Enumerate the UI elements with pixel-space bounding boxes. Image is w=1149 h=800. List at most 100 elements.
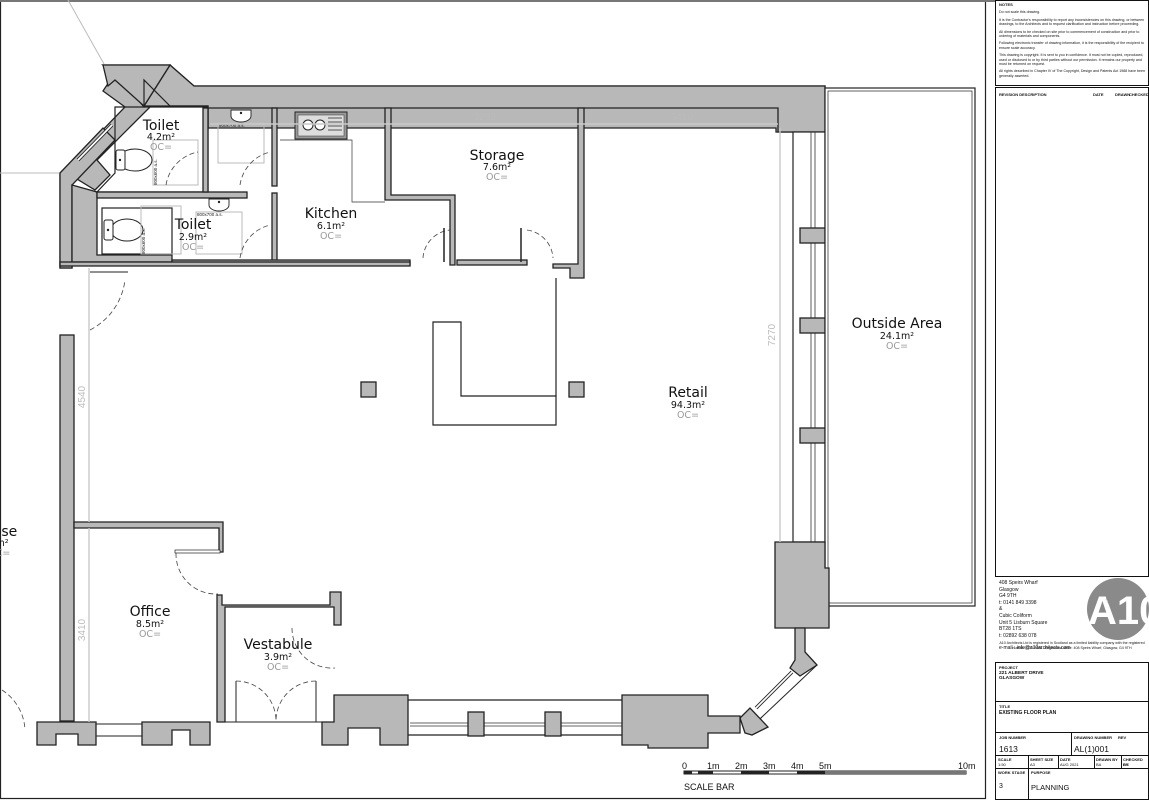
- svg-text:m²: m²: [0, 538, 9, 549]
- room-label-toilet-1: Toilet 4.2m² OC=: [142, 118, 180, 153]
- pier-southwest: [321, 694, 409, 746]
- clearance-zone: [140, 205, 182, 255]
- svg-text:A10: A10: [1088, 589, 1149, 633]
- wall-office-top: [73, 521, 224, 553]
- room-label-partial-close: ose m² C=: [0, 524, 17, 559]
- svg-text:Office: Office: [130, 604, 171, 620]
- svg-text:94.3m²: 94.3m²: [671, 400, 705, 411]
- scale-value: 1:50: [998, 762, 1006, 767]
- work-stage-row: WORK STAGE 3 PURPOSE PLANNING: [995, 768, 1149, 800]
- pier-south: [621, 694, 741, 749]
- checked-by-value: DG: [1123, 762, 1129, 767]
- fixture-label: 800x700 a.s.: [197, 212, 223, 217]
- dimension-label: 7270: [767, 323, 778, 346]
- svg-text:Outside Area: Outside Area: [852, 316, 943, 332]
- room-label-office: Office 8.5m² OC=: [130, 604, 171, 640]
- svg-text:C=: C=: [0, 548, 10, 559]
- svg-text:4.2m²: 4.2m²: [147, 132, 175, 143]
- svg-text:OC=: OC=: [677, 410, 699, 421]
- job-number-row: JOB NUMBER 1613 DRAWING NUMBER REV AL(1)…: [995, 732, 1149, 756]
- svg-text:OC=: OC=: [150, 142, 172, 153]
- revision-date-header: DATE: [1093, 92, 1104, 97]
- dimension-lines: [88, 123, 781, 722]
- sheet-size-value: A3: [1030, 762, 1035, 767]
- svg-text:OC=: OC=: [267, 662, 289, 673]
- job-number: 1613: [999, 744, 1018, 754]
- project-city: GLASGOW: [999, 676, 1025, 681]
- svg-text:3.9m²: 3.9m²: [264, 652, 292, 663]
- email-link[interactable]: e-mail : info@a10architects.com: [999, 645, 1071, 652]
- note-item: Following electronic transfer of drawing…: [999, 41, 1144, 50]
- room-label-kitchen: Kitchen 6.1m² OC=: [305, 206, 358, 242]
- svg-text:8.5m²: 8.5m²: [136, 619, 164, 630]
- svg-text:Storage: Storage: [470, 148, 525, 164]
- wall-storage-right: [552, 107, 585, 279]
- wall-storage-left: [384, 107, 456, 266]
- svg-text:SCALE BAR: SCALE BAR: [684, 782, 735, 792]
- svg-text:10m: 10m: [958, 761, 976, 771]
- a10-logo-icon: A10 Architects: [1087, 578, 1149, 640]
- fixture-label: 800x600 a.s.: [153, 159, 158, 185]
- svg-text:OC=: OC=: [182, 242, 204, 253]
- note-item: All rights described in Chapter IV of Th…: [999, 69, 1145, 78]
- svg-text:2.9m²: 2.9m²: [179, 232, 207, 243]
- drawn-by-value: BA: [1096, 762, 1102, 767]
- wc-icon: [115, 148, 153, 172]
- purpose-value: PLANNING: [1031, 783, 1070, 792]
- notes-panel: NOTES Do not scale this drawing. It is t…: [995, 0, 1149, 86]
- svg-text:2m: 2m: [735, 761, 748, 771]
- fixture-label: 800x700 a.s.: [219, 123, 245, 128]
- site-boundary-line: [67, 0, 105, 65]
- svg-text:OC=: OC=: [320, 231, 342, 242]
- svg-text:7.6m²: 7.6m²: [483, 162, 511, 173]
- revision-checked-header: CHECKED: [1129, 92, 1149, 97]
- shopfront-east: [792, 131, 826, 543]
- svg-text:0: 0: [682, 761, 687, 771]
- kitchen-sink-icon: [294, 111, 348, 140]
- project-box: PROJECT 221 ALBERT DRIVE GLASGOW: [995, 662, 1149, 702]
- pier-west: [36, 721, 97, 746]
- outside-area: [824, 87, 976, 607]
- drawing-title: EXISTING FLOOR PLAN: [999, 710, 1057, 716]
- room-label-toilet-2: Toilet 2.9m² OC=: [174, 217, 212, 253]
- work-stage-value: 3: [999, 783, 1003, 790]
- note-item: All dimensions to be checked on site pri…: [999, 29, 1140, 39]
- svg-text:OC=: OC=: [486, 172, 508, 183]
- project-name: 221 ALBERT DRIVE: [999, 671, 1044, 676]
- drawing-title-box: TITLE EXISTING FLOOR PLAN: [995, 701, 1149, 733]
- title-block: NOTES Do not scale this drawing. It is t…: [995, 0, 1149, 800]
- clearance-zone: [217, 122, 265, 164]
- svg-text:Retail: Retail: [668, 385, 708, 401]
- door-swing: [89, 279, 126, 331]
- door-swing: [165, 151, 199, 186]
- sheet-info-row: SCALE 1:50 SHEET SIZE A3 DATE AUG 2021 D…: [995, 755, 1149, 769]
- svg-text:1m: 1m: [707, 761, 720, 771]
- room-label-storage: Storage 7.6m² OC=: [470, 148, 525, 183]
- svg-text:4m: 4m: [791, 761, 804, 771]
- note-item: Do not scale this drawing.: [999, 10, 1041, 15]
- room-label-outside-area: Outside Area 24.1m² OC=: [852, 316, 943, 352]
- date-value: AUG 2021: [1060, 762, 1079, 767]
- column: [568, 381, 585, 398]
- pier-southeast: [774, 541, 830, 629]
- revision-drawn-header: DRAWN: [1115, 92, 1131, 97]
- note-item: This drawing is copyright. It is sent to…: [999, 53, 1144, 67]
- clearance-zone: [152, 139, 199, 186]
- svg-text:Toilet: Toilet: [174, 217, 212, 233]
- svg-text:Kitchen: Kitchen: [305, 206, 358, 222]
- scale-bar: 0 1m 2m 3m 4m 5m 10m SCALE BAR: [682, 761, 976, 792]
- wall-northwest: [102, 64, 172, 107]
- practice-address: 408 Speirs Wharf Glasgow G4 9TH t: 0141 …: [999, 580, 1071, 652]
- company-registration: A10 Architects Ltd is registered in Scot…: [999, 641, 1145, 650]
- svg-text:OC=: OC=: [886, 341, 908, 352]
- basin-icon: [230, 109, 252, 123]
- revision-description-header: REVISION DESCRIPTION: [999, 92, 1047, 97]
- revision-panel: REVISION DESCRIPTION DATE DRAWN CHECKED: [995, 87, 1149, 577]
- drawing-number: AL(1)001: [1074, 744, 1109, 754]
- dimension-label: 3410: [671, 112, 694, 123]
- kitchen-worktop: [280, 139, 385, 203]
- svg-text:Toilet: Toilet: [142, 118, 180, 134]
- dimension-label: 3293: [474, 112, 497, 123]
- notes-heading: NOTES: [999, 2, 1013, 7]
- room-label-vestabule: Vestabule 3.9m² OC=: [244, 637, 313, 673]
